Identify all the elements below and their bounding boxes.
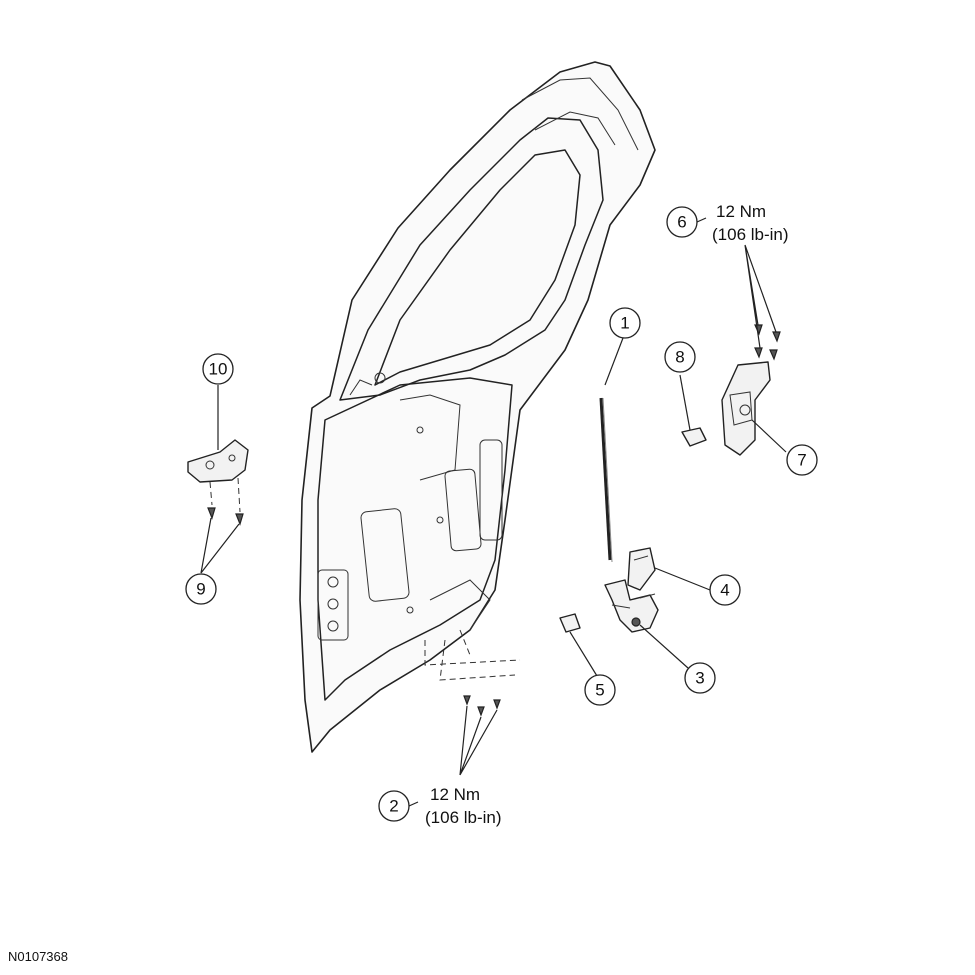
window-frame [339, 117, 604, 401]
svg-text:5: 5 [595, 681, 604, 700]
door-assembly [299, 61, 656, 753]
callout-3: 3 [684, 662, 716, 694]
item7-bracket [721, 361, 787, 456]
svg-text:1: 1 [620, 314, 629, 333]
item6-torque-metric: 12 Nm [716, 202, 766, 221]
item6-torque-imperial: (106 lb-in) [712, 225, 789, 244]
callout-6: 6 [666, 206, 698, 238]
svg-text:7: 7 [797, 451, 806, 470]
item6-screws [744, 244, 781, 361]
svg-text:8: 8 [675, 348, 684, 367]
svg-text:10: 10 [209, 360, 228, 379]
door-shell [299, 61, 656, 753]
panel-cutout-1 [360, 508, 410, 602]
item5-clip [559, 613, 598, 677]
svg-text:9: 9 [196, 580, 205, 599]
callout-1: 1 [609, 307, 641, 339]
item8-clip [679, 374, 707, 447]
item2-torque-imperial: (106 lb-in) [425, 808, 502, 827]
item2-torque-metric: 12 Nm [430, 785, 480, 804]
callout-9: 9 [185, 573, 217, 605]
callout-4: 4 [709, 574, 741, 606]
callout-8: 8 [664, 341, 696, 373]
item1-control-rod [599, 337, 624, 563]
callout-2: 2 [378, 790, 410, 822]
callout-5: 5 [584, 674, 616, 706]
callout-10: 10 [202, 353, 234, 385]
figure-id: N0107368 [8, 949, 68, 964]
panel-rib-1 [399, 394, 461, 481]
svg-text:2: 2 [389, 797, 398, 816]
window-glass-edge [374, 149, 581, 386]
frame-detail-3 [349, 379, 373, 396]
frame-detail-2 [534, 111, 616, 146]
item4-handle [627, 547, 711, 591]
svg-text:4: 4 [720, 581, 729, 600]
callout-7: 7 [786, 444, 818, 476]
panel-rib-2 [429, 579, 491, 631]
panel-cutout-3 [479, 439, 503, 541]
item2-screws [459, 695, 501, 776]
panel-cutout-2 [444, 468, 482, 552]
item9-bolts [200, 507, 244, 574]
item3-latch [604, 579, 689, 669]
inner-panel [317, 377, 513, 701]
item10-hinge [187, 385, 249, 513]
frame-detail-1 [521, 77, 639, 151]
assembly-guide-lines [424, 629, 521, 681]
hinge-plate [317, 569, 349, 641]
svg-text:3: 3 [695, 669, 704, 688]
svg-text:6: 6 [677, 213, 686, 232]
